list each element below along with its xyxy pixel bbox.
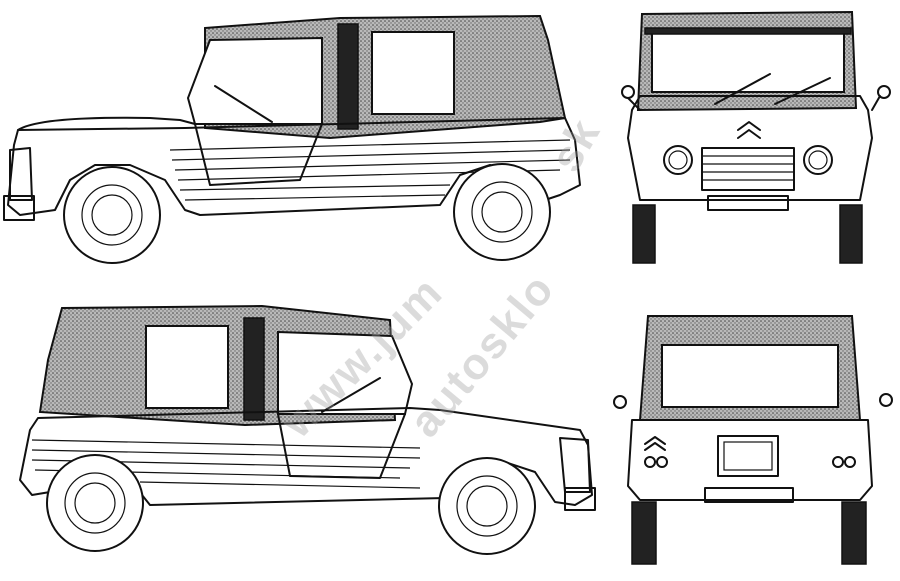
grille <box>701 147 795 191</box>
front-door-right <box>277 413 406 479</box>
side-view-left <box>3 14 581 264</box>
rear-chevron-emblem-icon <box>644 436 666 451</box>
side-view-right <box>19 304 596 555</box>
chevron-emblem-icon <box>737 121 761 139</box>
b-pillar <box>337 23 359 130</box>
front-door-window <box>186 36 323 125</box>
rear-view <box>613 315 893 565</box>
front-wheel-right <box>438 457 536 555</box>
rear-body <box>627 419 873 501</box>
rear-left-tyre <box>631 501 657 565</box>
body-panel <box>7 117 581 216</box>
body-ribs <box>169 139 571 201</box>
front-left-tyre <box>632 204 656 264</box>
rear-window <box>661 344 839 408</box>
front-door <box>194 123 323 186</box>
rear-wheel <box>453 163 551 261</box>
b-pillar-right <box>243 317 265 421</box>
front-bumper <box>707 195 789 211</box>
front-right-tyre <box>839 204 863 264</box>
windshield <box>651 31 845 93</box>
front-body <box>627 95 873 201</box>
licence-plate-area <box>717 435 779 477</box>
front-view <box>621 10 891 264</box>
rear-side-window <box>371 31 455 115</box>
rear-wheel-right <box>46 454 144 552</box>
watermark: www.jum autosklo sk <box>272 110 610 448</box>
rear-bumper <box>704 487 794 503</box>
rear-side-window-right <box>145 325 229 409</box>
front-door-window-right <box>277 330 414 415</box>
hood <box>17 116 196 131</box>
front-wheel <box>63 166 161 264</box>
rear-right-tyre <box>841 501 867 565</box>
